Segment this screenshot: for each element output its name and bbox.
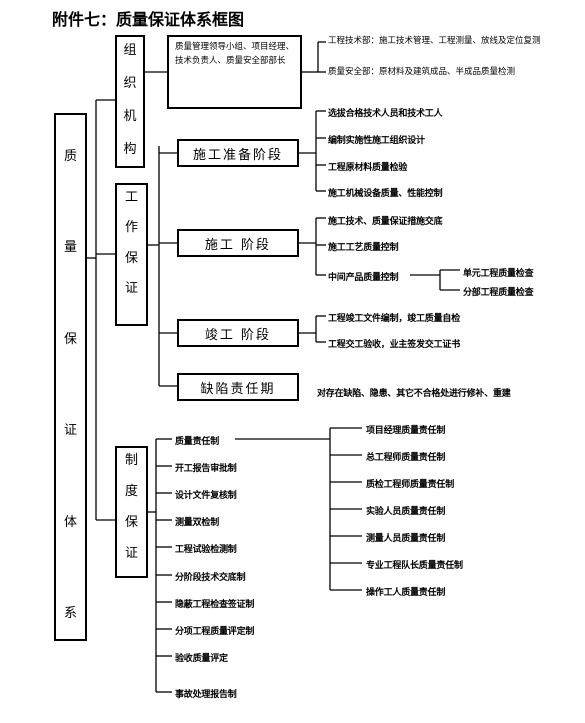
build-subitem-0: 单元工程质量检查 (463, 269, 534, 279)
org-label-char: 构 (123, 142, 137, 157)
root-label-char: 体 (63, 514, 77, 530)
system-label-char: 证 (124, 546, 138, 561)
org-label-char: 组 (123, 43, 137, 58)
resp-item-0: 项目经理质量责任制 (366, 426, 446, 436)
root-label: 质量保证体系 (54, 150, 87, 620)
work-box (115, 183, 148, 326)
root-label-char: 量 (63, 240, 77, 256)
prep-item-0: 选拔合格技术人员和技术工人 (328, 109, 443, 119)
org-detail-text: 质量管理领导小组、项目经理、技术负责人、质量安全部部长 (175, 42, 295, 66)
resp-item-1: 总工程师质量责任制 (366, 453, 446, 463)
complete-item-0: 工程竣工文件编制，竣工质量自检 (328, 314, 461, 324)
system-label-char: 保 (124, 515, 138, 530)
build-item-2: 中间产品质量控制 (328, 273, 399, 283)
org-item-1: 质量安全部：原材料及建筑成品、半成品质量检测 (328, 67, 516, 77)
resp-item-5: 专业工程队长质量责任制 (366, 561, 463, 571)
prep-item-1: 编制实施性施工组织设计 (328, 136, 425, 146)
complete-item-1: 工程交工验收，业主签发交工证书 (328, 340, 461, 350)
system-item-9: 事故处理报告制 (175, 690, 237, 700)
build-item-1: 施工工艺质量控制 (328, 243, 399, 253)
system-item-4: 工程试验检测制 (175, 545, 237, 555)
work-label-char: 证 (124, 280, 138, 296)
org-detail-box (167, 35, 302, 109)
root-label-char: 保 (63, 331, 77, 347)
root-box (54, 113, 87, 641)
page-title: 附件七：质量保证体系框图 (52, 10, 245, 29)
stage-prep-box: 施工准备阶段 (177, 139, 299, 167)
org-label-char: 机 (123, 109, 137, 124)
work-label-char: 保 (124, 250, 138, 266)
org-label: 组织机构 (115, 44, 145, 156)
root-label-char: 证 (63, 423, 77, 439)
resp-item-4: 测量人员质量责任制 (366, 534, 446, 544)
system-label: 制度保证 (115, 454, 148, 560)
system-label-char: 度 (124, 484, 138, 499)
system-item-0: 质量责任制 (175, 437, 220, 447)
org-label-char: 织 (123, 76, 137, 91)
root-label-char: 系 (63, 605, 77, 621)
stage-complete-label: 竣工 阶段 (204, 327, 272, 343)
system-item-8: 验收质量评定 (175, 654, 228, 664)
work-label-char: 工 (124, 190, 138, 205)
resp-item-6: 操作工人质量责任制 (366, 588, 446, 598)
build-subitem-1: 分部工程质量检查 (463, 288, 534, 298)
stage-build-label: 施工 阶段 (204, 237, 272, 253)
org-box (115, 35, 145, 168)
system-item-3: 测量双检制 (175, 518, 220, 528)
defect-item-0: 对存在缺陷、隐患、其它不合格处进行修补、重建 (317, 389, 511, 399)
resp-item-3: 实验人员质量责任制 (366, 507, 446, 517)
stage-build-box: 施工 阶段 (177, 229, 299, 257)
stage-defect-label: 缺陷责任期 (200, 381, 276, 397)
system-item-1: 开工报告审批制 (175, 464, 237, 474)
build-item-0: 施工技术、质量保证措施交底 (328, 217, 443, 227)
system-label-char: 制 (124, 453, 138, 468)
resp-item-2: 质检工程师质量责任制 (366, 480, 455, 490)
work-label: 工作保证 (115, 191, 148, 295)
system-item-7: 分项工程质量评定制 (175, 627, 255, 637)
prep-item-3: 施工机械设备质量、性能控制 (328, 189, 443, 199)
system-item-5: 分阶段技术交底制 (175, 573, 246, 583)
root-label-char: 质 (63, 149, 77, 164)
stage-complete-box: 竣工 阶段 (177, 319, 299, 347)
prep-item-2: 工程原材料质量检验 (328, 163, 408, 173)
work-label-char: 作 (124, 220, 138, 236)
system-item-6: 隐蔽工程检查签证制 (175, 600, 255, 610)
org-item-0: 工程技术部：施工技术管理、工程测量、放线及定位复测 (328, 36, 541, 46)
stage-defect-box: 缺陷责任期 (177, 373, 299, 401)
stage-prep-label: 施工准备阶段 (192, 147, 283, 163)
system-box (115, 446, 148, 578)
system-item-2: 设计文件复核制 (175, 491, 237, 501)
